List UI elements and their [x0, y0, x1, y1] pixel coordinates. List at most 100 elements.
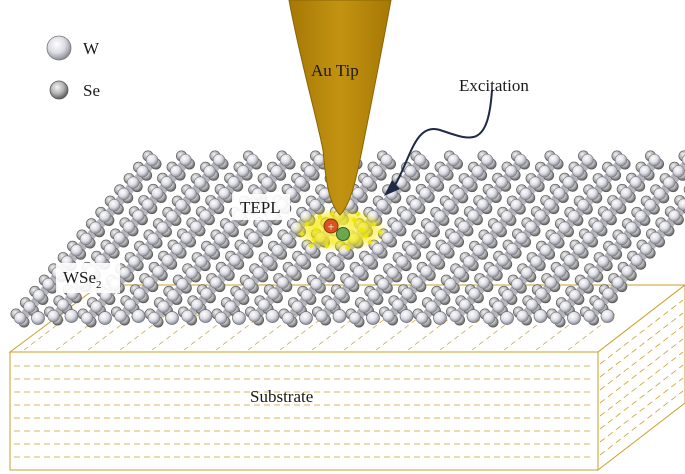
w-atom	[309, 199, 322, 212]
w-atom	[146, 232, 160, 246]
w-atom	[486, 187, 499, 200]
w-atom	[324, 298, 338, 311]
w-atom	[80, 311, 94, 325]
w-atom	[47, 309, 60, 323]
w-atom	[13, 311, 27, 325]
w-atom	[190, 298, 204, 311]
w-atom	[262, 255, 275, 268]
w-atom	[189, 220, 203, 233]
substrate-label: Substrate	[250, 387, 313, 406]
w-atom	[549, 311, 563, 325]
w-atom	[227, 176, 240, 189]
w-atom	[152, 265, 165, 278]
w-atom	[246, 153, 259, 167]
w-atom	[582, 231, 595, 245]
w-atom	[602, 287, 615, 300]
w-atom	[519, 187, 532, 200]
w-atom	[213, 232, 227, 246]
w-atom	[495, 176, 508, 189]
w-atom	[491, 221, 504, 234]
w-atom	[56, 298, 70, 311]
w-atom	[476, 198, 489, 211]
sparkle	[371, 221, 377, 227]
w-atom	[638, 165, 652, 178]
w-atom	[529, 176, 542, 189]
sparkle	[317, 214, 323, 220]
sparkle	[311, 237, 317, 243]
w-atom	[224, 300, 237, 313]
wse2-lattice	[10, 150, 685, 328]
w-atom	[414, 232, 428, 246]
w-atom	[419, 187, 432, 200]
w-atom	[212, 153, 226, 167]
w-atom	[147, 311, 161, 325]
substrate-top-line	[119, 311, 171, 351]
substrate-top-line	[439, 311, 491, 351]
w-atom	[279, 153, 293, 167]
w-atom	[382, 309, 395, 323]
material-label: WSe2	[63, 268, 102, 291]
w-atom	[424, 221, 437, 234]
w-atom	[248, 309, 261, 323]
sparkle	[299, 231, 305, 237]
legend-w-atom-icon	[46, 35, 72, 61]
substrate-top-line	[151, 311, 203, 351]
w-atom	[554, 265, 567, 278]
w-atom	[315, 309, 328, 323]
w-atom	[562, 176, 575, 189]
w-atom	[108, 199, 121, 212]
w-atom	[208, 198, 221, 211]
w-atom	[176, 278, 189, 291]
substrate-top-line	[471, 311, 523, 351]
w-atom	[625, 221, 638, 234]
substrate-top-line	[535, 311, 587, 351]
substrate-top-line	[23, 311, 75, 351]
w-atom	[291, 300, 304, 313]
w-atom	[166, 289, 179, 302]
w-atom	[391, 298, 405, 311]
w-atom	[433, 210, 446, 223]
material-label-group: WSe2	[56, 263, 120, 293]
w-atom	[543, 198, 556, 211]
w-atom	[405, 244, 418, 257]
w-atom	[157, 300, 170, 313]
w-atom	[448, 231, 461, 245]
w-atom	[194, 176, 207, 189]
w-atom	[505, 243, 519, 256]
w-atom	[524, 220, 538, 233]
w-atom	[530, 255, 543, 268]
tip-label: Au Tip	[311, 61, 359, 80]
w-atom	[79, 232, 93, 246]
w-atom	[492, 300, 505, 313]
w-atom	[276, 276, 289, 289]
w-atom	[294, 176, 307, 189]
w-atom	[544, 276, 557, 289]
w-atom	[496, 254, 509, 267]
w-atom	[572, 243, 586, 256]
w-atom	[413, 153, 427, 167]
hole-particle	[336, 227, 350, 241]
w-atom	[437, 165, 451, 178]
w-atom	[377, 278, 390, 291]
w-atom	[361, 176, 374, 189]
w-atom	[434, 289, 447, 302]
substrate-top-line	[87, 311, 139, 351]
w-atom	[271, 244, 284, 257]
w-atom	[605, 165, 618, 178]
w-atom	[433, 311, 447, 325]
w-atom	[396, 255, 409, 268]
w-atom	[151, 187, 164, 200]
w-atom	[256, 220, 270, 233]
w-atom	[443, 199, 456, 212]
w-atom	[236, 165, 250, 178]
w-atom	[457, 220, 471, 233]
w-atom	[286, 265, 299, 278]
w-atom	[380, 153, 393, 167]
w-atom	[367, 289, 380, 302]
w-atom	[471, 165, 484, 178]
w-atom	[123, 298, 137, 311]
w-atom	[358, 300, 371, 313]
w-atom	[597, 255, 610, 268]
w-atom	[504, 165, 518, 178]
substrate-top-line	[215, 311, 267, 351]
